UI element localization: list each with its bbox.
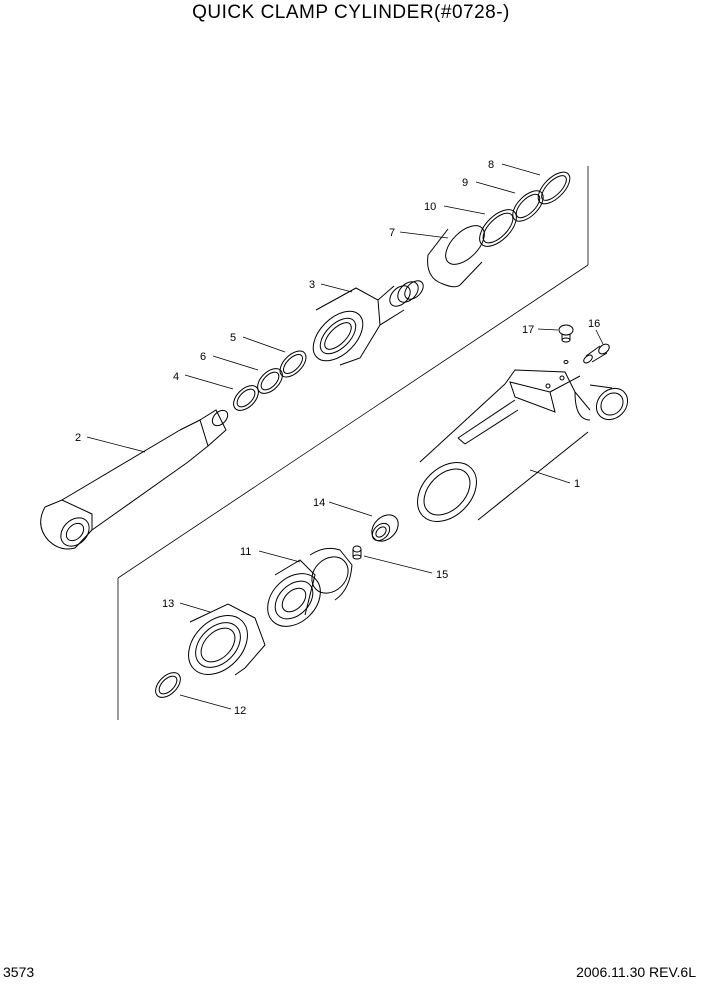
callout-labels: 8 9 10 7 3 5 6 4 2 1 17 16 14 15 11 13 1…	[75, 159, 600, 717]
part-11-piston	[267, 547, 353, 627]
diagram-title: QUICK CLAMP CYLINDER(#0728-)	[192, 2, 510, 23]
callout-5: 5	[230, 332, 236, 344]
callout-1: 1	[574, 478, 580, 490]
callout-15: 15	[436, 569, 448, 581]
part-17-bolt	[558, 324, 574, 364]
part-7-bushing	[427, 225, 485, 288]
part-5-ring	[279, 350, 307, 378]
part-9-ring	[512, 190, 544, 222]
callout-11: 11	[240, 546, 251, 558]
part-16-fitting	[583, 343, 610, 364]
callout-4: 4	[173, 371, 179, 383]
callout-2: 2	[75, 432, 81, 444]
part-1-tube	[417, 369, 629, 522]
callout-9: 9	[462, 177, 468, 189]
part-6-ring	[257, 368, 283, 394]
callout-7: 7	[389, 227, 395, 239]
part-2-rod	[40, 409, 229, 550]
part-15-pin	[352, 545, 362, 560]
page-number: 3573	[3, 964, 35, 980]
callout-13: 13	[162, 598, 174, 610]
callout-6: 6	[200, 351, 206, 363]
callout-10: 10	[424, 201, 436, 213]
part-4-ring	[233, 385, 259, 411]
callout-3: 3	[309, 279, 315, 291]
leader-lines	[86, 163, 604, 710]
assembly-frame	[117, 166, 589, 720]
callout-16: 16	[588, 318, 600, 330]
part-13-head	[188, 603, 266, 676]
callout-8: 8	[488, 159, 494, 171]
part-14-nut	[371, 514, 399, 542]
revision-date: 2006.11.30 REV.6L	[576, 964, 696, 980]
part-3-gland	[312, 280, 424, 366]
callout-12: 12	[234, 705, 246, 717]
callout-17: 17	[522, 324, 534, 336]
callout-14: 14	[313, 497, 325, 509]
part-12-ring	[155, 672, 181, 698]
